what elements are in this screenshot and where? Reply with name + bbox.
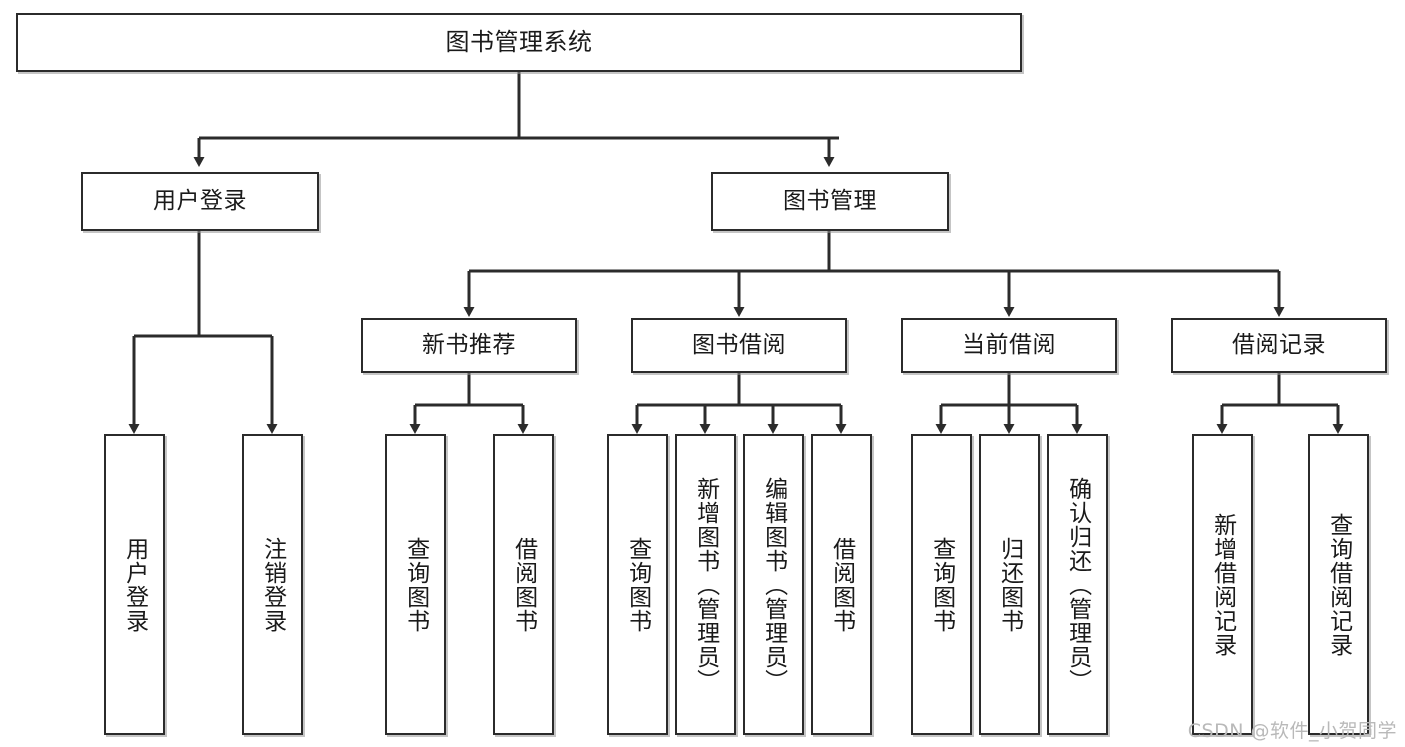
node-borrow-record[interactable]: 借阅记录 — [1171, 318, 1387, 373]
leaf-query-book-2-label: 查询图书 — [624, 536, 651, 633]
leaf-add-book[interactable]: 新增图书（管理员） — [675, 434, 736, 735]
leaf-borrow-book-1-label: 借阅图书 — [510, 536, 537, 633]
leaf-add-book-label: 新增图书（管理员） — [692, 476, 719, 693]
leaf-query-book-1[interactable]: 查询图书 — [385, 434, 446, 735]
node-new-book-recommend[interactable]: 新书推荐 — [361, 318, 577, 373]
leaf-user-login[interactable]: 用户登录 — [104, 434, 165, 735]
node-book-management-label: 图书管理 — [783, 187, 877, 214]
leaf-confirm-return[interactable]: 确认归还（管理员） — [1047, 434, 1108, 735]
leaf-query-book-2[interactable]: 查询图书 — [607, 434, 668, 735]
leaf-add-record[interactable]: 新增借阅记录 — [1192, 434, 1253, 735]
node-book-borrow[interactable]: 图书借阅 — [631, 318, 847, 373]
leaf-query-book-3[interactable]: 查询图书 — [911, 434, 972, 735]
node-book-borrow-label: 图书借阅 — [692, 331, 786, 358]
leaf-add-record-label: 新增借阅记录 — [1209, 512, 1236, 657]
node-current-borrow[interactable]: 当前借阅 — [901, 318, 1117, 373]
leaf-query-book-3-label: 查询图书 — [928, 536, 955, 633]
node-root-label: 图书管理系统 — [445, 28, 593, 57]
leaf-user-login-label: 用户登录 — [121, 536, 148, 633]
node-current-borrow-label: 当前借阅 — [962, 331, 1056, 358]
leaf-borrow-book-2-label: 借阅图书 — [828, 536, 855, 633]
leaf-logout-login[interactable]: 注销登录 — [242, 434, 303, 735]
leaf-borrow-book-1[interactable]: 借阅图书 — [493, 434, 554, 735]
node-book-management[interactable]: 图书管理 — [711, 172, 949, 231]
node-borrow-record-label: 借阅记录 — [1232, 331, 1326, 358]
leaf-confirm-return-label: 确认归还（管理员） — [1064, 476, 1091, 693]
leaf-edit-book[interactable]: 编辑图书（管理员） — [743, 434, 804, 735]
leaf-borrow-book-2[interactable]: 借阅图书 — [811, 434, 872, 735]
csdn-watermark: CSDN @软件_小贺同学 — [1187, 720, 1397, 742]
leaf-return-book-label: 归还图书 — [996, 536, 1023, 633]
node-new-book-recommend-label: 新书推荐 — [422, 331, 516, 358]
leaf-return-book[interactable]: 归还图书 — [979, 434, 1040, 735]
leaf-query-record-label: 查询借阅记录 — [1325, 512, 1352, 657]
leaf-edit-book-label: 编辑图书（管理员） — [760, 476, 787, 693]
leaf-query-book-1-label: 查询图书 — [402, 536, 429, 633]
node-user-login-label: 用户登录 — [153, 187, 247, 214]
leaf-logout-login-label: 注销登录 — [259, 536, 286, 633]
node-user-login[interactable]: 用户登录 — [81, 172, 319, 231]
node-root[interactable]: 图书管理系统 — [16, 13, 1022, 72]
leaf-query-record[interactable]: 查询借阅记录 — [1308, 434, 1369, 735]
